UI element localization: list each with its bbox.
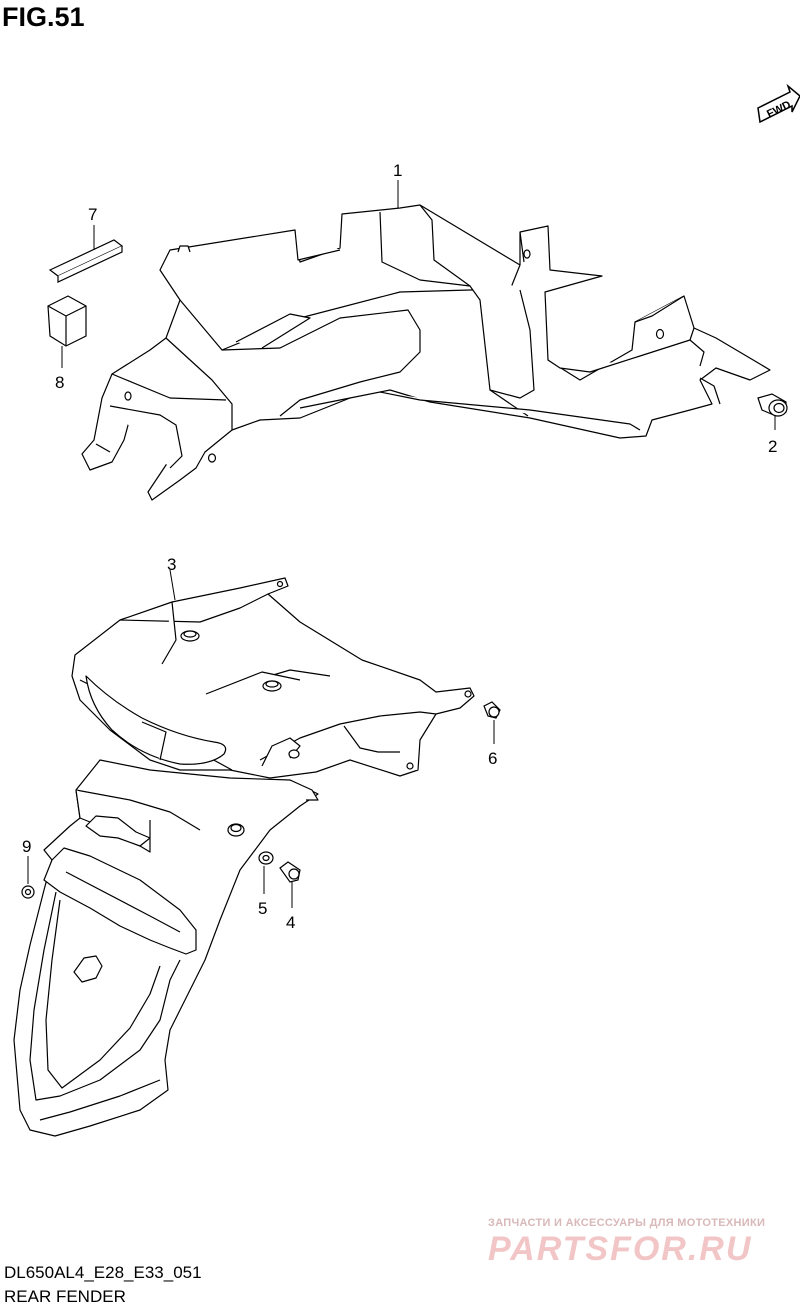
part-7-rubber-strip xyxy=(48,225,124,283)
part-8-cushion xyxy=(47,295,87,368)
part-5-washer xyxy=(258,851,274,894)
diagram-name: REAR FENDER xyxy=(4,1287,126,1306)
callout-3: 3 xyxy=(167,555,176,574)
forward-arrow-icon: FWD xyxy=(757,83,800,124)
diagram-code: DL650AL4_E28_E33_051 xyxy=(4,1263,202,1282)
figure-title: FIG.51 xyxy=(2,2,85,32)
part-2-bolt xyxy=(757,393,788,430)
watermark-logo: PARTSFOR.RU xyxy=(488,1230,753,1268)
callout-7: 7 xyxy=(88,205,97,224)
callout-6: 6 xyxy=(488,749,497,768)
callout-1: 1 xyxy=(393,161,402,180)
part-1-rear-frame xyxy=(81,204,771,501)
part-3-rear-fender-upper xyxy=(71,569,475,779)
part-9-nut xyxy=(21,856,35,899)
part-4-screw xyxy=(279,861,301,908)
rear-fender-lower xyxy=(13,759,319,1137)
callout-2: 2 xyxy=(768,437,777,456)
watermark-tagline: ЗАПЧАСТИ И АКСЕССУАРЫ ДЛЯ МОТОТЕХНИКИ xyxy=(488,1217,766,1229)
callout-5: 5 xyxy=(258,899,267,918)
callout-4: 4 xyxy=(286,913,295,932)
callout-8: 8 xyxy=(55,373,64,392)
callout-9: 9 xyxy=(22,837,31,856)
part-6-screw xyxy=(483,701,501,744)
